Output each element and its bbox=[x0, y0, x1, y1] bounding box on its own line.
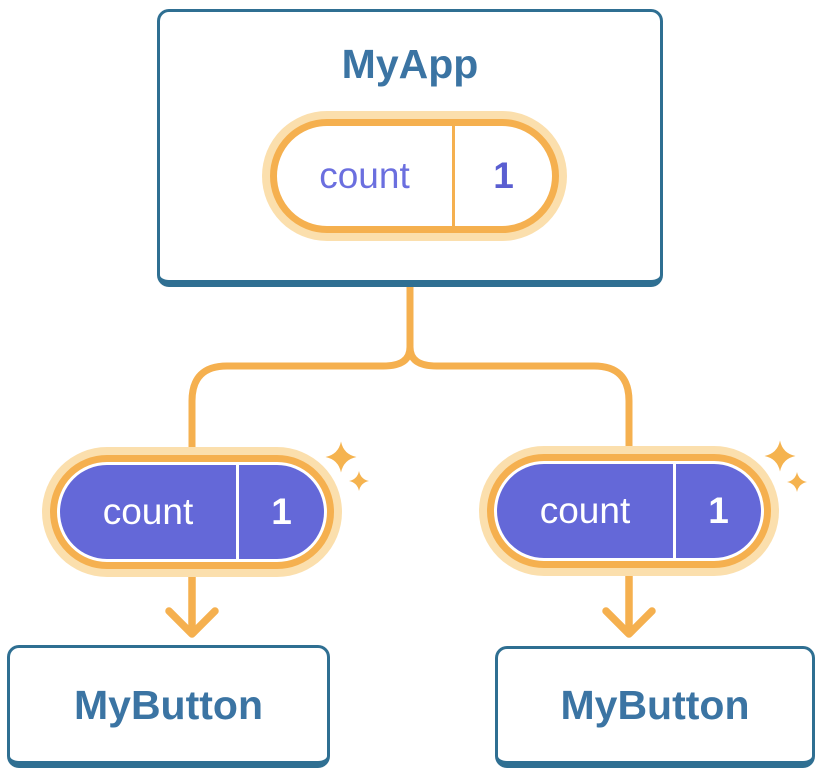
component-title: MyButton bbox=[73, 681, 263, 728]
state-value: 1 bbox=[271, 491, 292, 532]
pill-divider bbox=[673, 464, 676, 558]
state-value: 1 bbox=[493, 155, 514, 196]
state-pill-ring: count 1 bbox=[50, 455, 334, 569]
pill-divider bbox=[452, 126, 455, 226]
state-pill-child-right: count 1 bbox=[479, 446, 779, 576]
state-name: count bbox=[539, 490, 631, 531]
state-pill-ring: count 1 bbox=[270, 119, 559, 233]
component-title: MyButton bbox=[560, 682, 750, 728]
state-pill-ring: count 1 bbox=[487, 454, 771, 568]
tree-branch-left bbox=[188, 278, 414, 456]
state-pill-fill: count 1 bbox=[60, 465, 324, 559]
component-card-mybutton-right: MyButton bbox=[495, 646, 815, 768]
tree-branch-right bbox=[406, 343, 633, 454]
state-value: 1 bbox=[708, 490, 729, 531]
component-card-myapp: MyApp count 1 bbox=[157, 9, 663, 287]
component-card-mybutton-left: MyButton bbox=[7, 645, 330, 768]
state-pill-root: count 1 bbox=[262, 111, 567, 241]
state-name: count bbox=[319, 155, 410, 196]
pill-divider bbox=[236, 465, 239, 559]
state-name: count bbox=[102, 491, 194, 532]
state-pill-fill: count 1 bbox=[497, 464, 761, 558]
state-pill-child-left: count 1 bbox=[42, 447, 342, 577]
component-title: MyApp bbox=[341, 41, 479, 87]
